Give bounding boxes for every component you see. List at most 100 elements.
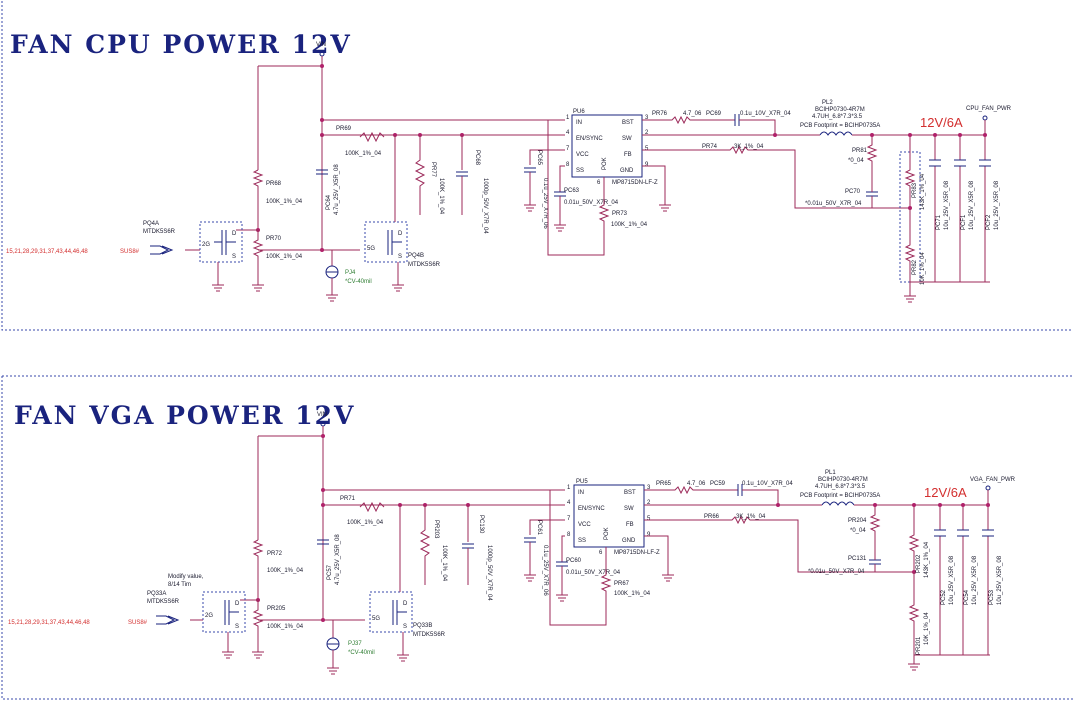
svg-text:D: D <box>403 601 408 607</box>
svg-text:0.01u_50V_X7R_04: 0.01u_50V_X7R_04 <box>566 570 621 576</box>
svg-text:0.1u_25V_X7R_06: 0.1u_25V_X7R_06 <box>542 178 548 229</box>
vga-pu5-chip <box>573 484 645 548</box>
svg-text:BCIHP0730-4R7M: BCIHP0730-4R7M <box>815 107 865 113</box>
svg-text:6: 6 <box>597 180 601 186</box>
svg-text:0.01u_50V_X7R_04: 0.01u_50V_X7R_04 <box>564 200 619 206</box>
vga-pq33b <box>369 591 413 633</box>
cpu-sus-net: SUS8# <box>120 249 140 255</box>
svg-text:PC57: PC57 <box>327 564 333 580</box>
svg-text:PR65: PR65 <box>656 481 672 487</box>
cpu-pc64-val: 4.7u_25V_X5R_08 <box>334 164 340 215</box>
svg-text:PR201: PR201 <box>916 636 922 655</box>
svg-text:4.7_06: 4.7_06 <box>683 111 702 117</box>
svg-text:10K_1%_04: 10K_1%_04 <box>920 252 926 285</box>
cpu-rail-label: 12V/6A <box>920 115 963 130</box>
svg-text:Modify value,: Modify value, <box>168 574 204 580</box>
svg-text:PR68: PR68 <box>266 181 282 187</box>
vga-output-net: VGA_FAN_PWR <box>970 477 1016 483</box>
svg-text:MTDK5S6R: MTDK5S6R <box>413 632 446 638</box>
cpu-vin-label: VIN <box>316 42 326 48</box>
svg-text:8: 8 <box>566 162 570 168</box>
svg-text:100K_1%_04: 100K_1%_04 <box>267 624 304 630</box>
svg-text:4: 4 <box>566 130 570 136</box>
svg-text:3K_1%_04: 3K_1%_04 <box>736 514 766 520</box>
svg-text:MTDK5S6R: MTDK5S6R <box>143 229 176 235</box>
svg-text:IN: IN <box>578 490 584 496</box>
cpu-pr77-val: 100K_1%_04 <box>438 178 444 215</box>
svg-text:10u_25V_X5R_08: 10u_25V_X5R_08 <box>997 555 1003 605</box>
svg-text:PR76: PR76 <box>652 111 668 117</box>
svg-text:S: S <box>403 624 407 630</box>
cpu-pc64-ref: PC64 <box>326 194 332 210</box>
svg-text:VCC: VCC <box>578 522 591 528</box>
svg-text:MTDK5S6R: MTDK5S6R <box>147 599 180 605</box>
svg-text:143K_1%_04: 143K_1%_04 <box>920 173 926 210</box>
svg-text:143K_1%_04: 143K_1%_04 <box>924 541 930 578</box>
svg-text:100K_1%_04: 100K_1%_04 <box>347 520 384 526</box>
svg-text:IN: IN <box>576 120 582 126</box>
svg-text:2G: 2G <box>202 242 210 248</box>
svg-text:0.1u_25V_X7R_06: 0.1u_25V_X7R_06 <box>542 545 548 596</box>
svg-text:PJ37: PJ37 <box>348 641 362 647</box>
svg-text:10u_25V_X5R_08: 10u_25V_X5R_08 <box>949 555 955 605</box>
svg-text:10u_25V_X5R_08: 10u_25V_X5R_08 <box>944 180 950 230</box>
svg-text:MTDK5S6R: MTDK5S6R <box>408 262 441 268</box>
svg-text:PR202: PR202 <box>916 554 922 573</box>
cpu-pu6-ref: PU6 <box>573 109 585 115</box>
cpu-pc68-ref: PC68 <box>474 150 480 166</box>
cpu-output-net: CPU_FAN_PWR <box>966 106 1012 112</box>
svg-text:PC60: PC60 <box>566 558 582 564</box>
svg-text:PU5: PU5 <box>576 479 588 485</box>
svg-text:5G: 5G <box>372 616 380 622</box>
vga-sus-net: SUS8# <box>128 620 148 626</box>
svg-text:10u_25V_X5R_08: 10u_25V_X5R_08 <box>994 180 1000 230</box>
svg-text:PCB Footprint = BCIHP0735A: PCB Footprint = BCIHP0735A <box>800 123 880 129</box>
svg-text:EN/SYNC: EN/SYNC <box>578 506 605 512</box>
svg-text:PC61: PC61 <box>536 520 542 536</box>
vga-sheet-refs: 15,21,28,29,31,37,43,44,46,48 <box>8 620 90 626</box>
svg-text:SS: SS <box>578 538 586 544</box>
svg-text:PQ33B: PQ33B <box>413 623 432 629</box>
svg-text:D: D <box>232 231 237 237</box>
svg-text:PR67: PR67 <box>614 581 630 587</box>
svg-text:100K_1%_04: 100K_1%_04 <box>266 254 303 260</box>
svg-text:PR83: PR83 <box>912 182 918 198</box>
svg-text:PC131: PC131 <box>848 556 867 562</box>
svg-text:PR203: PR203 <box>433 520 439 539</box>
svg-text:PR70: PR70 <box>266 236 282 242</box>
svg-text:7: 7 <box>567 516 571 522</box>
svg-text:PC63: PC63 <box>564 188 580 194</box>
svg-text:PJ4: PJ4 <box>345 270 356 276</box>
svg-text:PR66: PR66 <box>704 514 720 520</box>
cpu-section-border <box>1 1 1073 331</box>
svg-text:PC71: PC71 <box>936 214 942 230</box>
svg-text:1: 1 <box>567 485 571 491</box>
svg-text:9: 9 <box>645 162 649 168</box>
fan-cpu-section: FAN CPU POWER 12V VIN PR69 100K_1%_04 PC… <box>1 1 1073 331</box>
svg-text:S: S <box>232 254 236 260</box>
svg-text:8/14 Tim: 8/14 Tim <box>168 582 191 588</box>
svg-text:PC59: PC59 <box>710 481 726 487</box>
svg-text:3: 3 <box>647 485 651 491</box>
svg-text:3K_1%_04: 3K_1%_04 <box>734 144 764 150</box>
cpu-pu6-chip <box>571 114 643 178</box>
cpu-title: FAN CPU POWER 12V <box>10 30 352 59</box>
svg-text:PR81: PR81 <box>852 148 868 154</box>
svg-text:5G: 5G <box>367 246 375 252</box>
svg-text:0.1u_10V_X7R_04: 0.1u_10V_X7R_04 <box>740 111 791 117</box>
svg-text:3: 3 <box>645 115 649 121</box>
svg-text:2G: 2G <box>205 613 213 619</box>
svg-text:GND: GND <box>620 168 634 174</box>
svg-text:PL1: PL1 <box>825 470 836 476</box>
svg-text:2: 2 <box>645 130 649 136</box>
cpu-sheet-refs: 15,21,28,29,31,37,43,44,46,48 <box>6 249 88 255</box>
svg-text:*0.01u_50V_X7R_04: *0.01u_50V_X7R_04 <box>808 569 865 575</box>
vga-pq33a <box>202 591 246 633</box>
cpu-pr69-val: 100K_1%_04 <box>345 151 382 157</box>
svg-text:PC130: PC130 <box>478 515 484 534</box>
svg-text:100K_1%_04: 100K_1%_04 <box>611 222 648 228</box>
svg-text:4.7UH_6.8*7.3*3.5: 4.7UH_6.8*7.3*3.5 <box>812 114 863 120</box>
svg-text:*CV-40mil: *CV-40mil <box>345 279 372 285</box>
svg-text:PR73: PR73 <box>612 211 628 217</box>
